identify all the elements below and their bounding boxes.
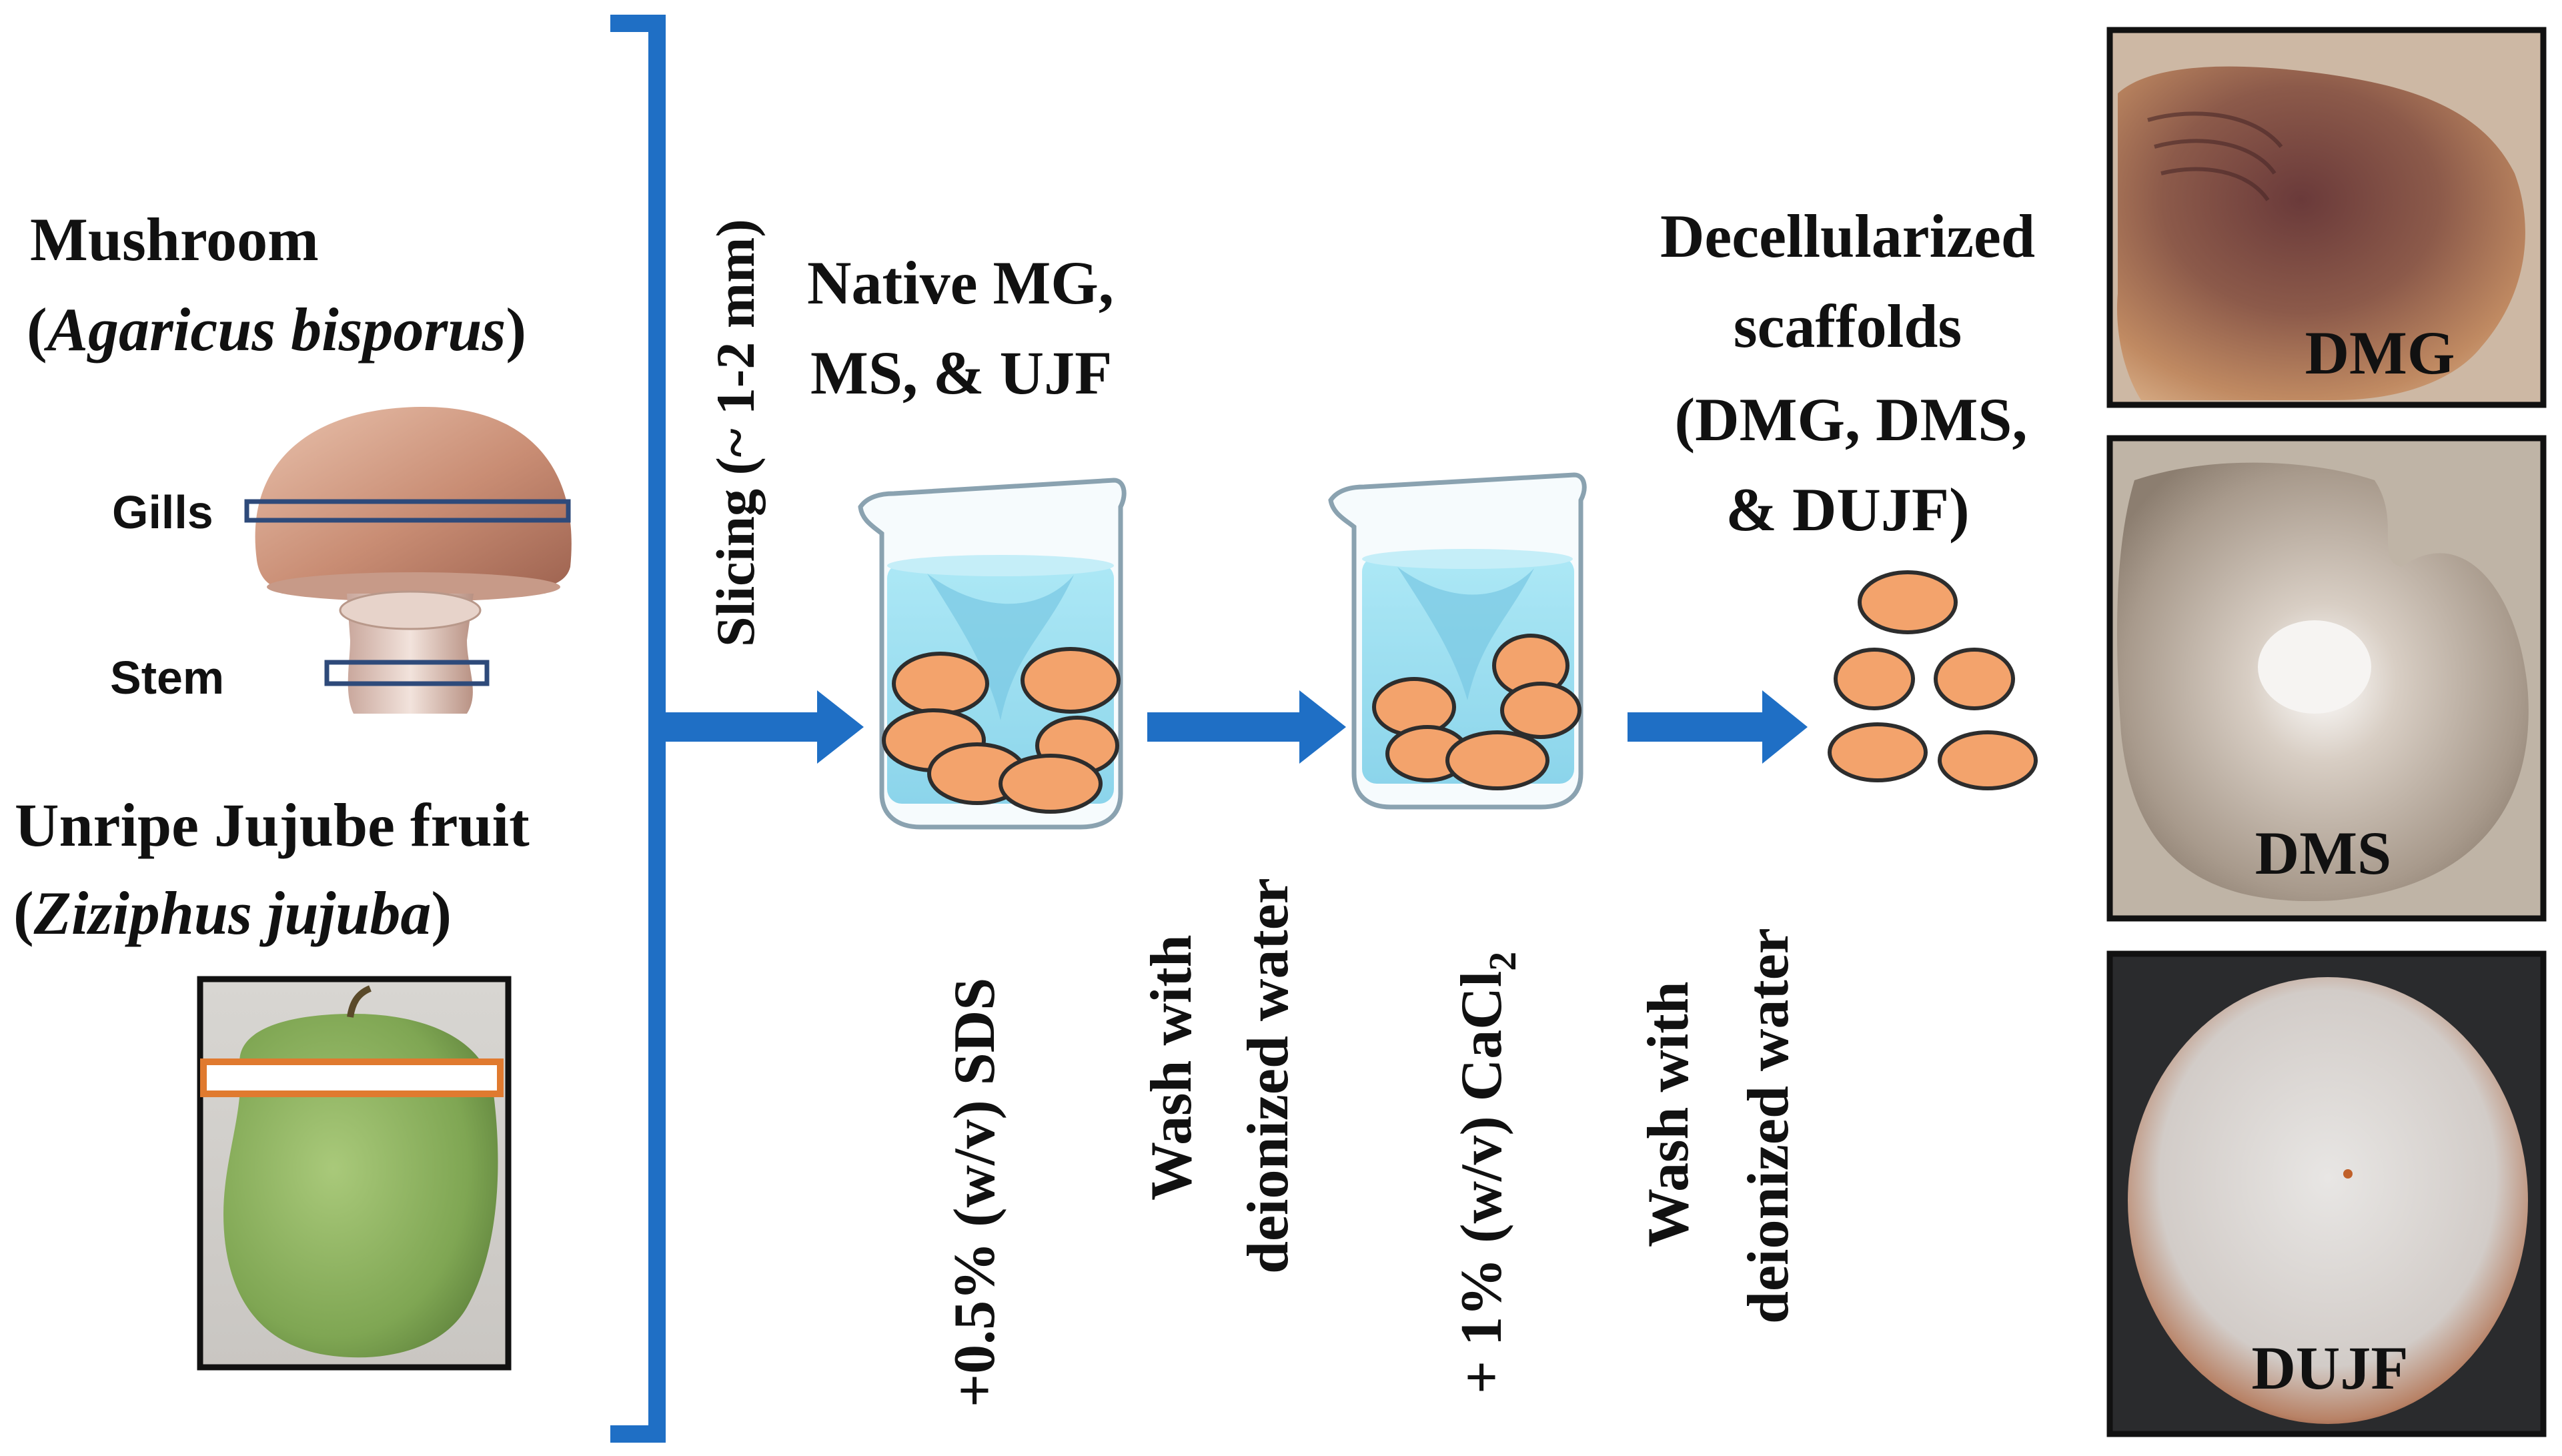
mushroom-species: (Agaricus bisporus) <box>27 295 526 363</box>
dujf-label: DUJF <box>2251 1334 2408 1402</box>
wash2-line2: deionized water <box>1736 928 1801 1324</box>
dms-photo-frame <box>2106 435 2547 922</box>
gills-label: Gills <box>112 486 213 538</box>
arrow-cacl2-to-scaffolds <box>1628 690 1808 764</box>
arrow-slicing-to-sds <box>657 690 864 764</box>
arrow-sds-to-cacl2 <box>1147 690 1346 764</box>
scaffold-slice <box>1834 648 1915 710</box>
sds-beaker <box>858 478 1127 830</box>
beaker-water-surface <box>1362 549 1573 569</box>
arrow-shaft <box>1147 712 1301 742</box>
tissue-slice <box>999 754 1103 814</box>
cacl2-label: + 1% (w/v) CaCl2 <box>1449 952 1524 1394</box>
jujube-photo-frame <box>197 976 512 1371</box>
mushroom-ring <box>339 590 482 630</box>
cacl2-slices <box>1372 634 1581 790</box>
jujube-title: Unripe Jujube fruit <box>15 791 530 859</box>
arrow-head <box>1299 690 1346 764</box>
jujube-slice-box <box>200 1058 504 1097</box>
arrow-head <box>1762 690 1808 764</box>
arrow-shaft <box>1628 712 1764 742</box>
tissue-slice <box>1445 730 1549 790</box>
dms-center-hole <box>2258 620 2371 714</box>
scaffold-label-line1: Decellularized <box>1660 202 2035 270</box>
tissue-slice <box>892 652 989 716</box>
sds-slices <box>882 647 1121 814</box>
native-label-line2: MS, & UJF <box>810 339 1112 407</box>
scaffold-slice <box>1828 722 1928 782</box>
jujube-species: (Ziziphus jujuba) <box>13 879 452 947</box>
dujf-center-dot <box>2343 1169 2353 1179</box>
cacl2-beaker <box>1328 472 1587 810</box>
dmg-sample <box>2117 66 2525 400</box>
scaffold-label-line2: scaffolds <box>1734 292 1962 360</box>
stem-slice-box <box>324 660 490 686</box>
tissue-slice <box>1021 647 1121 714</box>
scaffold-slice <box>1934 648 2015 710</box>
arrow-head <box>817 690 864 764</box>
dmg-gill-texture <box>2147 111 2283 201</box>
dmg-photo-frame <box>2106 27 2547 408</box>
dmg-photo: DMG <box>2106 27 2547 408</box>
mushroom-image <box>255 406 572 714</box>
dujf-photo: DUJF <box>2106 950 2547 1437</box>
sds-label: +0.5% (w/v) SDS <box>942 978 1007 1407</box>
arrow-shaft <box>657 712 817 742</box>
collect-bracket <box>610 15 666 1443</box>
wash2-line1: Wash with <box>1636 981 1701 1247</box>
jujube-fruit <box>223 1014 498 1358</box>
beaker-vortex <box>1397 567 1534 700</box>
jujube-photo <box>197 976 512 1371</box>
dms-label: DMS <box>2255 819 2391 887</box>
scaffold-label-line4: & DUJF) <box>1726 476 1969 544</box>
wash1-line2: deionized water <box>1236 878 1301 1274</box>
slicing-label: Slicing (~ 1-2 mm) <box>705 219 766 647</box>
mushroom-cap <box>255 406 572 590</box>
stem-label: Stem <box>110 652 224 704</box>
mushroom-gill-underside <box>267 572 560 602</box>
native-label-line1: Native MG, <box>807 249 1114 317</box>
mushroom-title: Mushroom <box>30 205 319 273</box>
dms-photo: DMS <box>2106 435 2547 922</box>
scaffold-slice <box>1938 730 2038 790</box>
beaker-vortex <box>927 574 1074 720</box>
scaffold-slice <box>1858 570 1958 634</box>
beaker-water-surface <box>887 555 1114 576</box>
wash1-line1: Wash with <box>1139 934 1204 1201</box>
gills-slice-box <box>244 499 571 523</box>
dujf-photo-frame <box>2106 950 2547 1437</box>
jujube-stalk <box>347 985 372 1018</box>
dujf-sample <box>2128 977 2528 1424</box>
scaffold-slices <box>1828 570 2038 790</box>
dmg-label: DMG <box>2305 319 2455 387</box>
tissue-slice <box>1500 682 1581 739</box>
scaffold-label-line3: (DMG, DMS, <box>1675 386 2028 454</box>
